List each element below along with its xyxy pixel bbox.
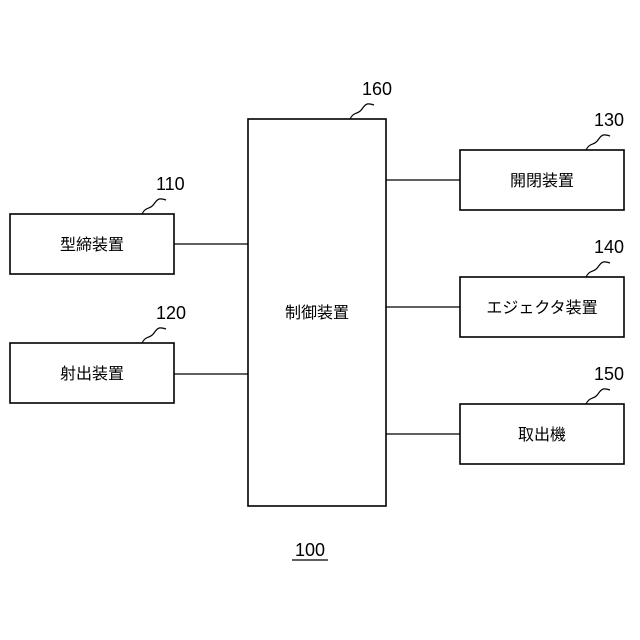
block-140-label: エジェクタ装置 bbox=[486, 298, 597, 317]
ref-120: 120 bbox=[156, 303, 186, 323]
system-ref: 100 bbox=[295, 540, 325, 560]
block-150: 取出機 bbox=[460, 404, 624, 464]
block-120: 射出装置 bbox=[10, 343, 174, 403]
block-120-label: 射出装置 bbox=[60, 364, 124, 383]
ref-160: 160 bbox=[362, 79, 392, 99]
leader-110 bbox=[142, 199, 166, 214]
ref-150: 150 bbox=[594, 364, 624, 384]
block-110-label: 型締装置 bbox=[60, 235, 124, 254]
block-110: 型締装置 bbox=[10, 214, 174, 274]
ref-140: 140 bbox=[594, 237, 624, 257]
block-130-label: 開閉装置 bbox=[510, 171, 574, 190]
block-140: エジェクタ装置 bbox=[460, 277, 624, 337]
block-160: 制御装置 bbox=[248, 119, 386, 506]
leader-140 bbox=[586, 262, 610, 277]
ref-130: 130 bbox=[594, 110, 624, 130]
leader-160 bbox=[350, 104, 374, 119]
block-150-label: 取出機 bbox=[518, 425, 566, 444]
ref-110: 110 bbox=[156, 174, 185, 194]
leader-120 bbox=[142, 328, 166, 343]
leader-150 bbox=[586, 389, 610, 404]
block-130: 開閉装置 bbox=[460, 150, 624, 210]
block-160-label: 制御装置 bbox=[285, 303, 349, 322]
leader-130 bbox=[586, 135, 610, 150]
